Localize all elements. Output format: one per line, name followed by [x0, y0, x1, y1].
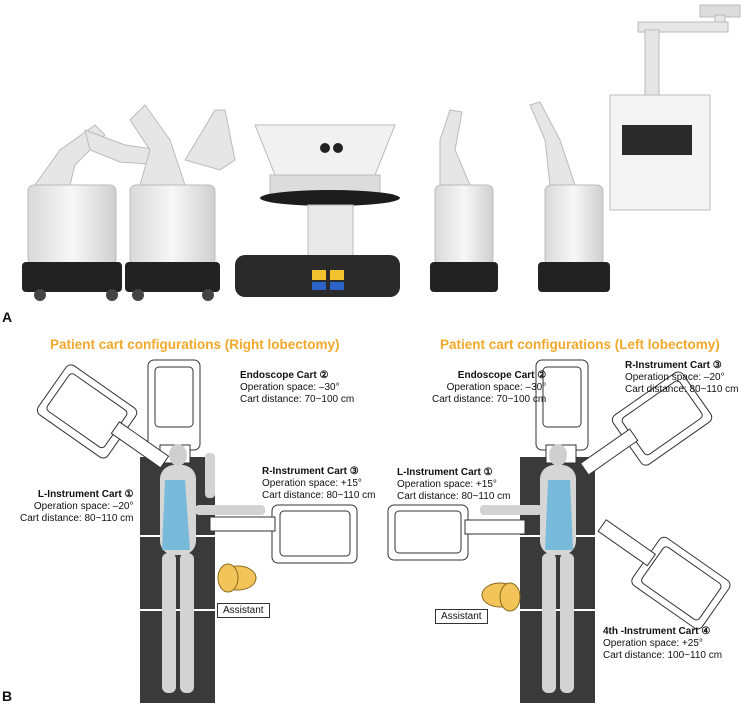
cart-distance: Cart distance: 80~110 cm — [20, 513, 134, 524]
left-l-instrument-cart-label: L-Instrument Cart ① Operation space: +15… — [397, 467, 511, 503]
r-instrument-cart-shape — [209, 504, 358, 564]
left-lobectomy-heading: Patient cart configurations (Left lobect… — [440, 337, 720, 352]
r-instrument-cart-shape — [579, 371, 713, 476]
panel-a-label: A — [2, 309, 13, 325]
assistant-head — [481, 582, 521, 612]
l-instrument-cart-shape — [36, 364, 170, 469]
patient-cart-4 — [529, 101, 610, 292]
cart-operation-space: Operation space: +15° — [397, 479, 497, 490]
cart-operation-space: Operation space: +15° — [262, 478, 362, 489]
cart-distance: Cart distance: 70~100 cm — [432, 394, 547, 405]
cart-distance: Cart distance: 80~110 cm — [397, 491, 511, 502]
right-l-instrument-cart-label: L-Instrument Cart ① Operation space: –20… — [20, 489, 134, 525]
right-lobectomy-diagram — [36, 359, 358, 703]
cart-operation-space: Operation space: –20° — [625, 372, 725, 383]
cart-distance: Cart distance: 100~110 cm — [603, 650, 723, 661]
patient-cart-3 — [430, 109, 498, 292]
surgeon-console — [235, 124, 400, 297]
patient-cart-1 — [22, 124, 161, 301]
left-endoscope-cart-label: Endoscope Cart ② Operation space: –30° C… — [432, 370, 546, 406]
right-assistant-label: Assistant — [217, 603, 270, 618]
patient-figure — [480, 444, 576, 693]
l-instrument-cart-shape — [387, 504, 526, 561]
left-assistant-label: Assistant — [435, 609, 488, 624]
assistant-head — [217, 563, 257, 593]
cart-title: R-Instrument Cart ③ — [625, 360, 722, 371]
right-endoscope-cart-label: Endoscope Cart ② Operation space: –30° C… — [240, 370, 354, 406]
cart-operation-space: Operation space: +25° — [603, 638, 703, 649]
panel-b-label: B — [2, 688, 13, 704]
left-lobectomy-diagram — [387, 359, 731, 703]
right-lobectomy-heading: Patient cart configurations (Right lobec… — [50, 337, 340, 352]
robot-system-illustration — [22, 4, 741, 301]
cart-title: 4th -Instrument Cart ④ — [603, 626, 711, 637]
cart-title: Endoscope Cart ② — [457, 370, 547, 381]
cart-title: L-Instrument Cart ① — [37, 489, 134, 500]
cart-distance: Cart distance: 80~110 cm — [625, 384, 739, 395]
patient-cart-2 — [125, 104, 236, 301]
cart-operation-space: Operation space: –30° — [240, 382, 340, 393]
right-r-instrument-cart-label: R-Instrument Cart ③ Operation space: +15… — [262, 466, 376, 502]
cart-distance: Cart distance: 80~110 cm — [262, 490, 376, 501]
left-r-instrument-cart-label: R-Instrument Cart ③ Operation space: –20… — [625, 360, 739, 396]
cart-title: L-Instrument Cart ① — [397, 467, 493, 478]
patient-figure — [160, 444, 265, 693]
cart-distance: Cart distance: 70~100 cm — [240, 394, 355, 405]
cart-operation-space: Operation space: –20° — [33, 501, 134, 512]
cart-title: R-Instrument Cart ③ — [262, 466, 359, 477]
ceiling-vision-tower — [609, 4, 741, 211]
cart-operation-space: Operation space: –30° — [446, 382, 547, 393]
left-fourth-instrument-cart-label: 4th -Instrument Cart ④ Operation space: … — [603, 626, 722, 662]
cart-title: Endoscope Cart ② — [240, 370, 329, 381]
fourth-instrument-cart-shape — [597, 519, 731, 630]
